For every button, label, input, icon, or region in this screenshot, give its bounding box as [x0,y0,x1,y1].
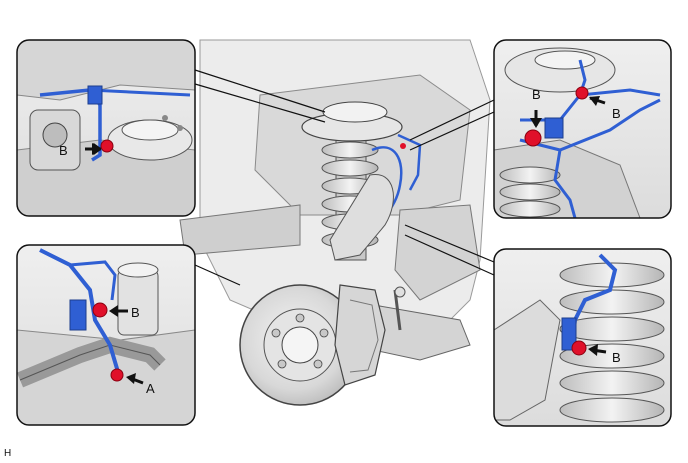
leader-bottom-right [404,224,495,276]
bolt-icon [571,340,587,356]
detail-inset-bottom-right: B [493,248,672,427]
wheel-studs [271,313,329,369]
bolt-icon [524,129,542,147]
bolt-icon [100,139,114,153]
upper-mount-top [322,101,388,123]
leader-top-right [409,99,495,151]
caliper-detail [349,299,379,373]
detail-inset-bottom-left: B A [16,244,196,426]
arrow-icon [530,118,542,128]
bolt-icon [400,143,406,149]
bolt-icon [110,368,124,382]
callout-b-top-right-upper: B [532,87,541,102]
callout-b-bottom-left: B [131,305,140,320]
brake-line-upper [397,133,422,191]
detail-inset-top-right: B B [493,39,672,219]
bolt-icon [575,86,589,100]
main-assembly [179,39,491,406]
callout-a-bottom-left: A [146,381,155,396]
detail-inset-top-left: B [16,39,196,217]
callout-b-top-right-lower: B [612,106,621,121]
arrow-icon [109,305,118,317]
arrow-icon [126,373,136,384]
arrow-icon [588,344,598,356]
leader-bottom-left [194,264,241,286]
stabilizer-link [393,289,402,331]
frame-member-right [394,204,481,301]
steering-knuckle [329,174,394,261]
callout-b-bottom-right: B [612,350,621,365]
callout-b-top-left: B [59,143,68,158]
hub-center [281,326,319,364]
leader-top-left [194,69,326,123]
leader-lines [194,69,495,286]
bolt-icon [92,302,108,318]
frame-rail [179,204,301,256]
figure-code: H [4,448,12,459]
arrow-icon [589,96,600,106]
